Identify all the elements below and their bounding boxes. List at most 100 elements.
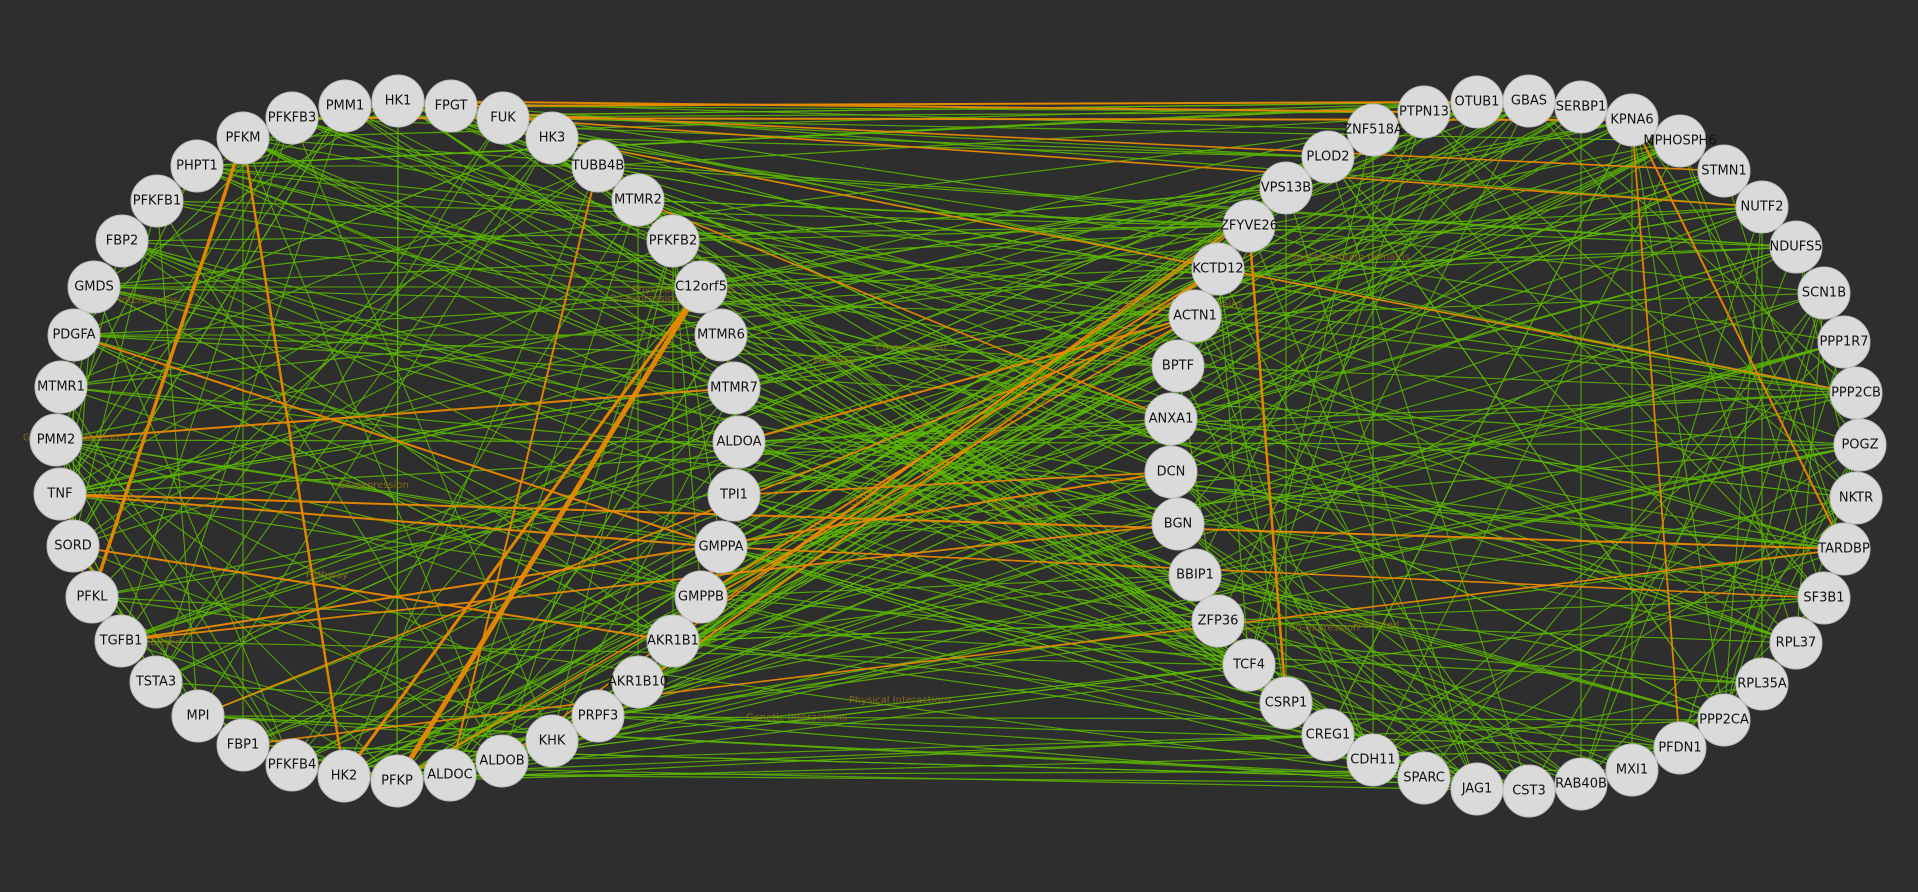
- node-circle[interactable]: [265, 91, 319, 145]
- node-tubb4b[interactable]: TUBB4B: [571, 139, 625, 193]
- node-circle[interactable]: [1605, 93, 1659, 147]
- node-pfkp[interactable]: PFKP: [370, 754, 424, 808]
- node-pmm1[interactable]: PMM1: [318, 79, 372, 133]
- node-circle[interactable]: [611, 655, 665, 709]
- node-circle[interactable]: [1735, 657, 1789, 711]
- node-circle[interactable]: [1259, 161, 1313, 215]
- node-pfkfb1[interactable]: PFKFB1: [130, 174, 184, 228]
- node-zfp36[interactable]: ZFP36: [1191, 594, 1245, 648]
- node-creg1[interactable]: CREG1: [1301, 708, 1355, 762]
- node-circle[interactable]: [34, 360, 88, 414]
- node-mphosph6[interactable]: MPHOSPH6: [1643, 114, 1717, 168]
- node-circle[interactable]: [33, 467, 87, 521]
- node-circle[interactable]: [1151, 497, 1205, 551]
- node-circle[interactable]: [1605, 743, 1659, 797]
- node-circle[interactable]: [707, 468, 761, 522]
- node-sf3b1[interactable]: SF3B1: [1797, 571, 1851, 625]
- node-actn1[interactable]: ACTN1: [1168, 289, 1222, 343]
- node-circle[interactable]: [1222, 199, 1276, 253]
- node-circle[interactable]: [65, 570, 119, 624]
- node-circle[interactable]: [1769, 616, 1823, 670]
- node-circle[interactable]: [476, 91, 530, 145]
- node-circle[interactable]: [674, 260, 728, 314]
- node-gmppa[interactable]: GMPPA: [694, 520, 748, 574]
- node-circle[interactable]: [1697, 693, 1751, 747]
- node-circle[interactable]: [130, 174, 184, 228]
- node-bgn[interactable]: BGN: [1151, 497, 1205, 551]
- node-circle[interactable]: [707, 361, 761, 415]
- node-circle[interactable]: [423, 748, 477, 802]
- node-kpna6[interactable]: KPNA6: [1605, 93, 1659, 147]
- node-circle[interactable]: [475, 734, 529, 788]
- node-jag1[interactable]: JAG1: [1450, 762, 1504, 816]
- node-pfkfb2[interactable]: PFKFB2: [646, 214, 700, 268]
- node-circle[interactable]: [1797, 266, 1851, 320]
- node-fbp2[interactable]: FBP2: [95, 214, 149, 268]
- node-khk[interactable]: KHK: [525, 714, 579, 768]
- node-znf518a[interactable]: ZNF518A: [1343, 103, 1403, 157]
- node-kctd12[interactable]: KCTD12: [1191, 242, 1245, 296]
- node-vps13b[interactable]: VPS13B: [1259, 161, 1313, 215]
- node-prpf3[interactable]: PRPF3: [571, 689, 625, 743]
- node-nutf2[interactable]: NUTF2: [1735, 180, 1789, 234]
- node-circle[interactable]: [95, 214, 149, 268]
- node-circle[interactable]: [1151, 339, 1205, 393]
- node-mtmr2[interactable]: MTMR2: [611, 173, 665, 227]
- node-pfdn1[interactable]: PFDN1: [1653, 721, 1707, 775]
- node-circle[interactable]: [571, 689, 625, 743]
- node-circle[interactable]: [1797, 571, 1851, 625]
- node-circle[interactable]: [1259, 676, 1313, 730]
- node-circle[interactable]: [1144, 445, 1198, 499]
- node-gmppb[interactable]: GMPPB: [674, 570, 728, 624]
- node-mpi[interactable]: MPI: [171, 689, 225, 743]
- node-stmn1[interactable]: STMN1: [1697, 144, 1751, 198]
- node-circle[interactable]: [1502, 74, 1556, 128]
- node-rab40b[interactable]: RAB40B: [1554, 757, 1608, 811]
- node-circle[interactable]: [1554, 757, 1608, 811]
- node-anxa1[interactable]: ANXA1: [1144, 392, 1198, 446]
- node-ppp2cb[interactable]: PPP2CB: [1829, 366, 1883, 420]
- node-bptf[interactable]: BPTF: [1151, 339, 1205, 393]
- node-dcn[interactable]: DCN: [1144, 445, 1198, 499]
- node-tardbp[interactable]: TARDBP: [1817, 522, 1871, 576]
- node-circle[interactable]: [1191, 242, 1245, 296]
- node-tnf[interactable]: TNF: [33, 467, 87, 521]
- node-rpl37[interactable]: RPL37: [1769, 616, 1823, 670]
- node-circle[interactable]: [370, 754, 424, 808]
- node-sparc[interactable]: SPARC: [1397, 751, 1451, 805]
- node-pfkfb3[interactable]: PFKFB3: [265, 91, 319, 145]
- node-otub1[interactable]: OTUB1: [1450, 75, 1504, 129]
- node-zfyve26[interactable]: ZFYVE26: [1220, 199, 1278, 253]
- node-pogz[interactable]: POGZ: [1833, 418, 1887, 472]
- node-ptpn13[interactable]: PTPN13: [1397, 85, 1451, 139]
- node-circle[interactable]: [712, 415, 766, 469]
- node-circle[interactable]: [371, 74, 425, 128]
- node-fuk[interactable]: FUK: [476, 91, 530, 145]
- node-circle[interactable]: [1397, 85, 1451, 139]
- node-plod2[interactable]: PLOD2: [1301, 130, 1355, 184]
- node-circle[interactable]: [1829, 471, 1883, 525]
- node-bbip1[interactable]: BBIP1: [1168, 548, 1222, 602]
- node-csrp1[interactable]: CSRP1: [1259, 676, 1313, 730]
- node-circle[interactable]: [1346, 103, 1400, 157]
- node-circle[interactable]: [611, 173, 665, 227]
- node-circle[interactable]: [646, 214, 700, 268]
- node-circle[interactable]: [1301, 130, 1355, 184]
- node-mxi1[interactable]: MXI1: [1605, 743, 1659, 797]
- node-circle[interactable]: [571, 139, 625, 193]
- node-circle[interactable]: [1168, 289, 1222, 343]
- node-nktr[interactable]: NKTR: [1829, 471, 1883, 525]
- node-circle[interactable]: [1735, 180, 1789, 234]
- node-circle[interactable]: [318, 79, 372, 133]
- node-fpgt[interactable]: FPGT: [424, 79, 478, 133]
- node-mtmr6[interactable]: MTMR6: [694, 308, 748, 362]
- node-circle[interactable]: [67, 260, 121, 314]
- node-tsta3[interactable]: TSTA3: [129, 655, 183, 709]
- node-circle[interactable]: [694, 308, 748, 362]
- node-mtmr7[interactable]: MTMR7: [707, 361, 761, 415]
- node-circle[interactable]: [265, 738, 319, 792]
- node-circle[interactable]: [1653, 721, 1707, 775]
- node-aldob[interactable]: ALDOB: [475, 734, 529, 788]
- node-circle[interactable]: [646, 614, 700, 668]
- node-tcf4[interactable]: TCF4: [1222, 638, 1276, 692]
